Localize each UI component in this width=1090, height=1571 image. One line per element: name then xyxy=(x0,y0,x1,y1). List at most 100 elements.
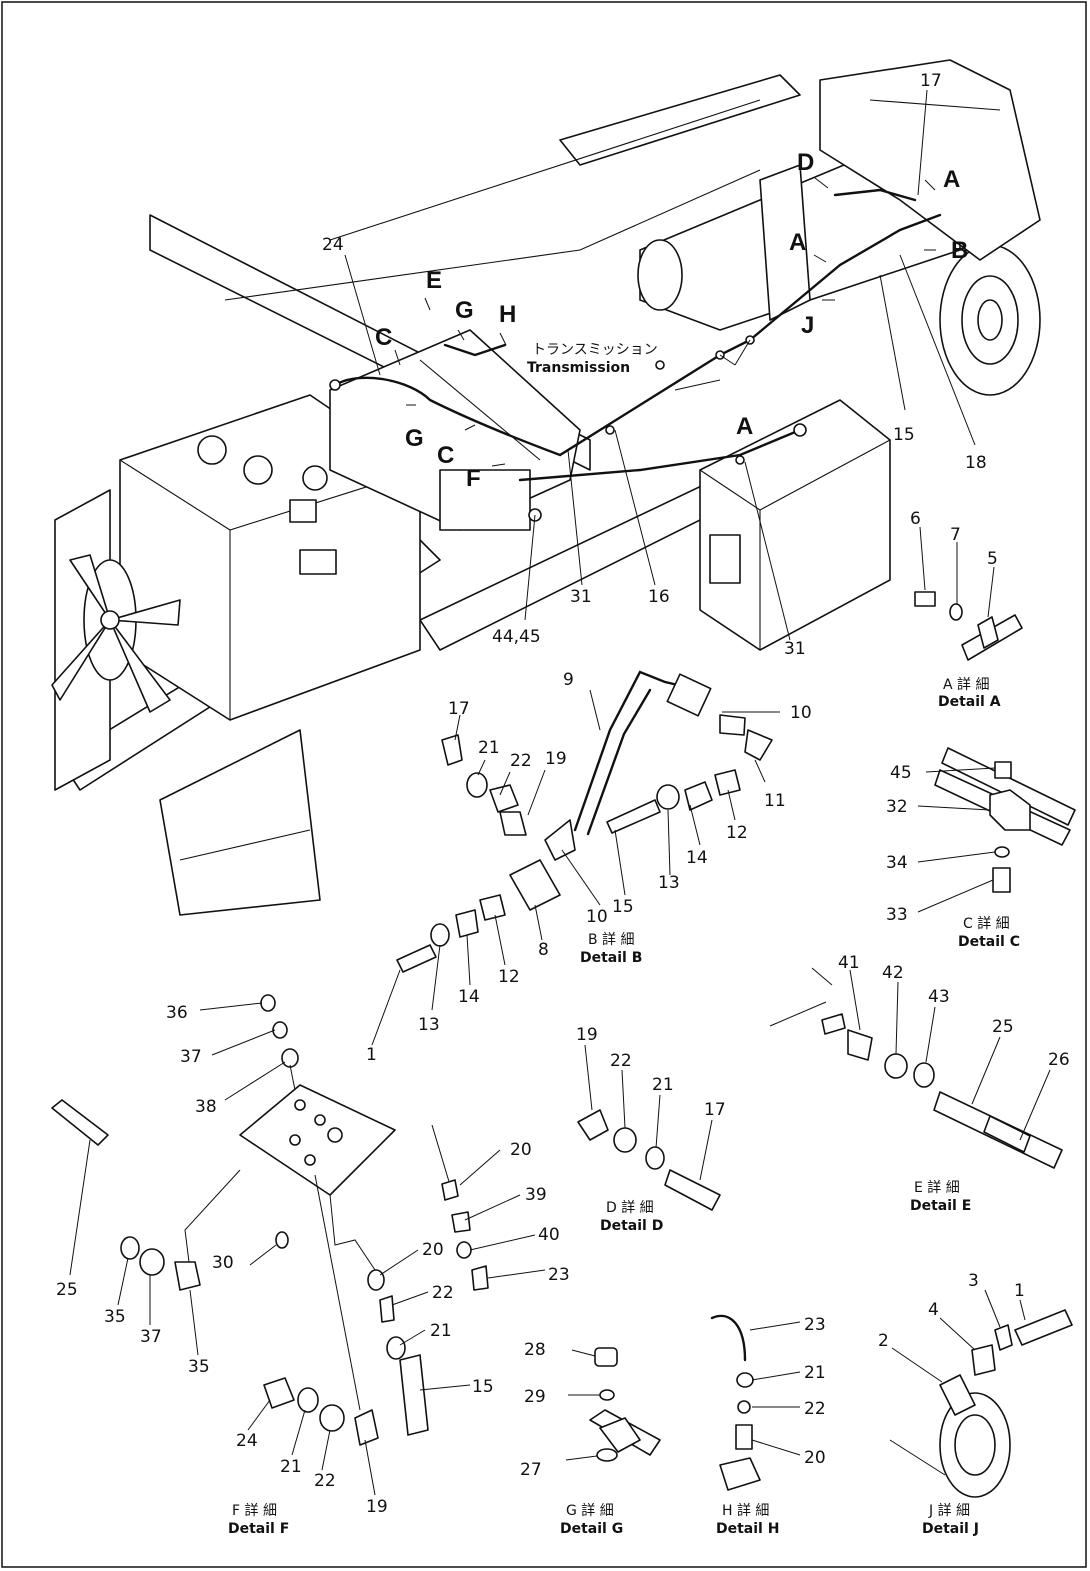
detail-j-drawing xyxy=(889,1289,1073,1498)
detail-title: H 詳 細 xyxy=(722,1503,769,1519)
part-number: 13 xyxy=(658,873,680,893)
view-letter: A xyxy=(789,229,806,256)
part-number: 5 xyxy=(987,549,998,569)
part-number: 10 xyxy=(586,907,608,927)
detail-title: J 詳 細 xyxy=(928,1503,970,1519)
main-assembly xyxy=(51,59,1041,916)
detail-captions: A 詳 細 Detail A B 詳 細 Detail B C 詳 細 Deta… xyxy=(228,677,1020,1537)
part-number: 34 xyxy=(886,853,908,873)
part-number: 12 xyxy=(498,967,520,987)
view-letter: B xyxy=(951,237,968,264)
part-number: 24 xyxy=(236,1431,258,1451)
part-number: 32 xyxy=(886,797,908,817)
part-number: 9 xyxy=(563,670,574,690)
detail-caption: Detail E xyxy=(910,1198,971,1214)
detail-g-drawing xyxy=(565,1347,661,1462)
detail-caption: Detail J xyxy=(922,1521,979,1537)
part-number: 14 xyxy=(686,848,708,868)
detail-b-drawing xyxy=(371,670,780,1046)
part-number: 13 xyxy=(418,1015,440,1035)
part-number: 22 xyxy=(804,1399,826,1419)
part-number: 16 xyxy=(648,587,670,607)
part-number-labels: 17 24 15 18 31 16 31 44,45 6 7 5 9 10 11… xyxy=(56,71,1070,1517)
part-number: 4 xyxy=(928,1300,939,1320)
part-number: 20 xyxy=(804,1448,826,1468)
part-number: 21 xyxy=(430,1321,452,1341)
part-number: 35 xyxy=(104,1307,126,1327)
view-letter: C xyxy=(375,324,392,351)
part-number: 15 xyxy=(612,897,634,917)
part-number: 17 xyxy=(920,71,942,91)
detail-caption: Detail H xyxy=(716,1521,779,1537)
part-number: 33 xyxy=(886,905,908,925)
part-number: 22 xyxy=(314,1471,336,1491)
part-number: 17 xyxy=(448,699,470,719)
part-number: 12 xyxy=(726,823,748,843)
view-letter: C xyxy=(437,442,454,469)
detail-title: D 詳 細 xyxy=(606,1200,654,1216)
detail-title: B 詳 細 xyxy=(588,932,635,948)
part-number: 22 xyxy=(610,1051,632,1071)
part-number: 15 xyxy=(472,1377,494,1397)
part-number: 27 xyxy=(520,1460,542,1480)
part-number: 8 xyxy=(538,940,549,960)
part-number: 37 xyxy=(140,1327,162,1347)
transmission-label: トランスミッション Transmission xyxy=(527,342,658,376)
detail-a-drawing xyxy=(914,526,1023,661)
part-number: 3 xyxy=(968,1271,979,1291)
detail-caption: Detail B xyxy=(580,950,642,966)
part-number: 40 xyxy=(538,1225,560,1245)
detail-h-drawing xyxy=(710,1314,801,1491)
part-number: 30 xyxy=(212,1253,234,1273)
part-number: 15 xyxy=(893,425,915,445)
part-number: 20 xyxy=(422,1240,444,1260)
detail-f-drawing xyxy=(51,994,546,1496)
part-number: 45 xyxy=(890,763,912,783)
part-number: 7 xyxy=(950,525,961,545)
detail-caption: Detail F xyxy=(228,1521,289,1537)
detail-title: F 詳 細 xyxy=(232,1503,277,1519)
part-number: 28 xyxy=(524,1340,546,1360)
part-number: 37 xyxy=(180,1047,202,1067)
view-letter: A xyxy=(943,166,960,193)
part-number: 23 xyxy=(548,1265,570,1285)
part-number: 14 xyxy=(458,987,480,1007)
detail-caption: Detail G xyxy=(560,1521,623,1537)
detail-title: A 詳 細 xyxy=(943,677,989,693)
view-letter: H xyxy=(499,301,516,328)
part-number: 25 xyxy=(992,1017,1014,1037)
part-number: 17 xyxy=(704,1100,726,1120)
part-number: 42 xyxy=(882,963,904,983)
part-number: 19 xyxy=(545,749,567,769)
view-letters: A A A B C C D E F G G H J xyxy=(375,149,968,492)
part-number: 43 xyxy=(928,987,950,1007)
part-number: 23 xyxy=(804,1315,826,1335)
part-number: 31 xyxy=(784,639,806,659)
part-number: 11 xyxy=(764,791,786,811)
part-number: 21 xyxy=(280,1457,302,1477)
part-number: 21 xyxy=(478,738,500,758)
detail-caption: Detail C xyxy=(958,934,1020,950)
view-letter: G xyxy=(455,297,474,324)
part-number: 26 xyxy=(1048,1050,1070,1070)
detail-title: C 詳 細 xyxy=(963,916,1010,932)
view-letter: E xyxy=(426,267,442,294)
view-letter: G xyxy=(405,425,424,452)
part-number: 41 xyxy=(838,953,860,973)
part-number: 44,45 xyxy=(492,627,541,647)
detail-d-drawing xyxy=(577,1044,721,1211)
part-number: 36 xyxy=(166,1003,188,1023)
part-number: 29 xyxy=(524,1387,546,1407)
detail-title: E 詳 細 xyxy=(914,1180,960,1196)
view-letter: A xyxy=(736,413,753,440)
part-number: 21 xyxy=(652,1075,674,1095)
part-number: 20 xyxy=(510,1140,532,1160)
transmission-label-jp: トランスミッション xyxy=(532,342,658,358)
part-number: 35 xyxy=(188,1357,210,1377)
part-number: 31 xyxy=(570,587,592,607)
part-number: 6 xyxy=(910,509,921,529)
view-letter: F xyxy=(466,465,481,492)
part-number: 2 xyxy=(878,1331,889,1351)
